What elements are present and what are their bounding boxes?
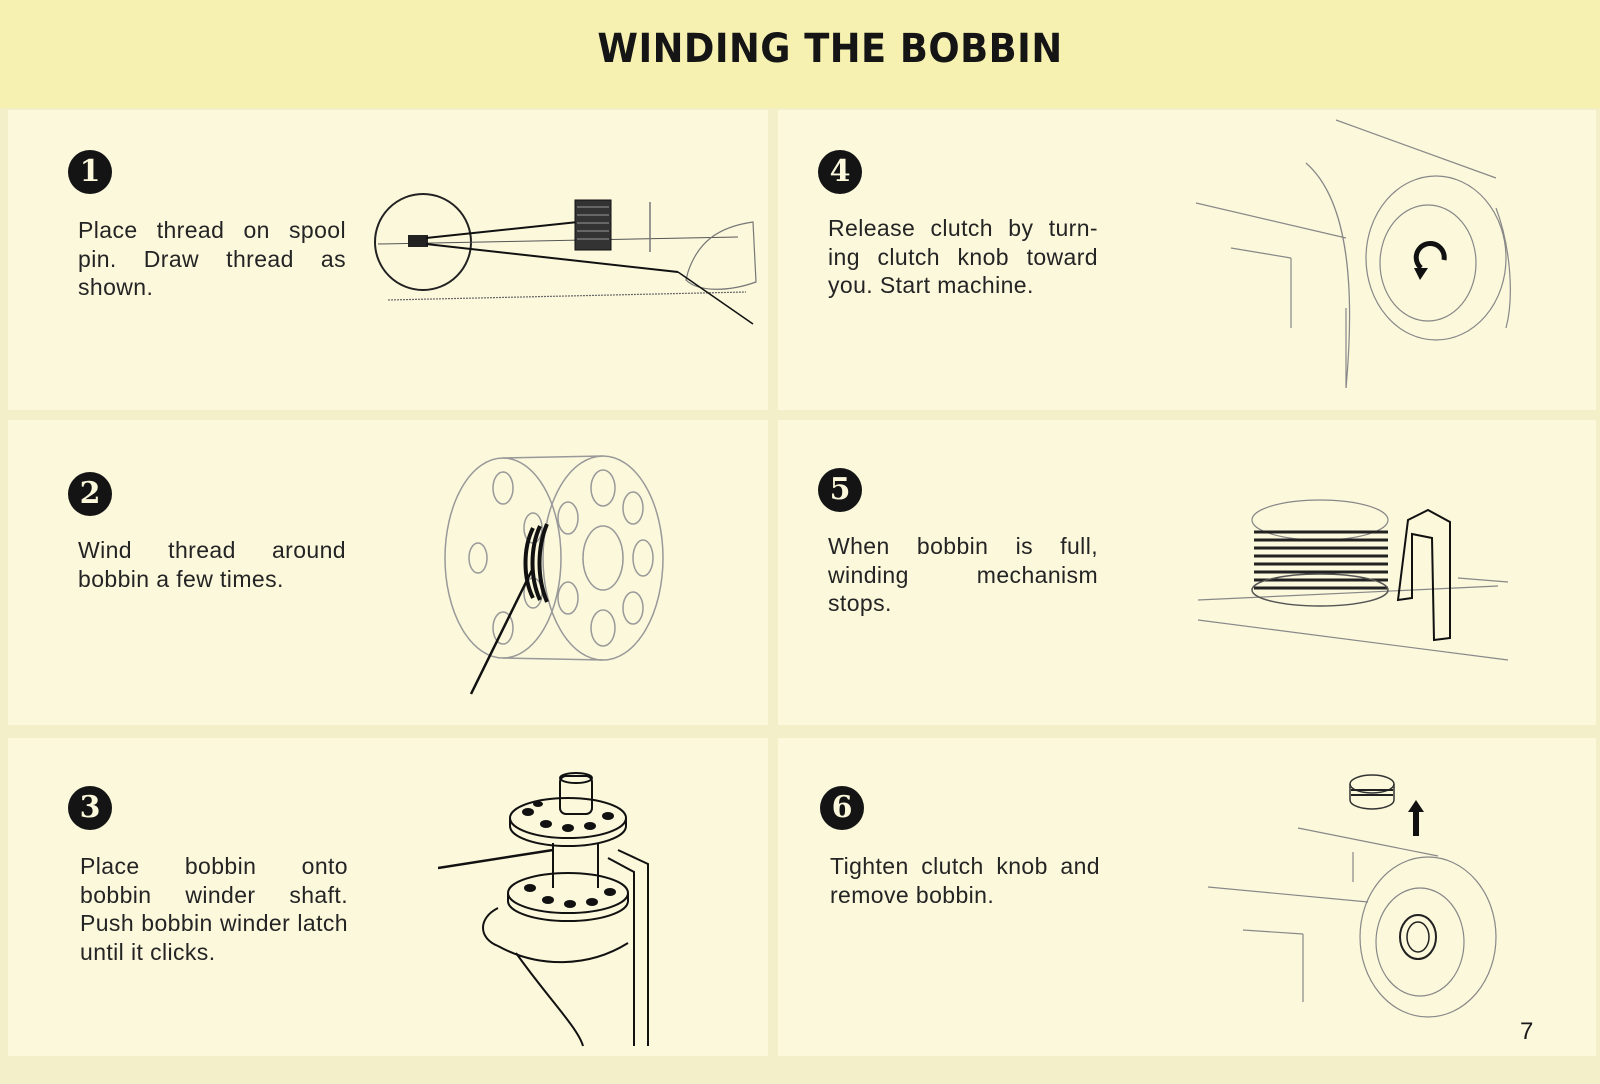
header-band bbox=[0, 0, 1600, 108]
step-text-3: Place bobbin onto bobbin winder shaft. P… bbox=[80, 853, 348, 965]
step-text-5: When bobbin is full, winding mechanism s… bbox=[828, 533, 1098, 616]
step-panel-4: 4 Release clutch by turn-ing clutch knob… bbox=[778, 110, 1596, 410]
step-number-4: 4 bbox=[818, 150, 862, 194]
step-text-4: Release clutch by turn-ing clutch knob t… bbox=[828, 215, 1098, 298]
step-text-6: Tighten clutch knob and remove bobbin. bbox=[830, 853, 1100, 908]
step-text-1: Place thread on spool pin. Draw thread a… bbox=[78, 217, 346, 300]
bobbin-wound-illustration bbox=[444, 455, 664, 695]
step-panel-3: 3 Place bobbin onto bobbin winder shaft.… bbox=[8, 738, 768, 1056]
step-panel-6: 6 Tighten clutch knob and remove bobbin. bbox=[778, 738, 1596, 1056]
clutch-knob-illustration bbox=[1196, 119, 1511, 389]
remove-bobbin-illustration bbox=[1208, 774, 1497, 1018]
page-number: 7 bbox=[1520, 1018, 1534, 1045]
step-panel-1: 1 Place thread on spool pin. Draw thread… bbox=[8, 110, 768, 410]
step-number-6: 6 bbox=[820, 786, 864, 830]
step-number-5: 5 bbox=[818, 468, 862, 512]
step-panel-5: 5 When bobbin is full, winding mechanism… bbox=[778, 420, 1596, 725]
page-title: WINDING THE BOBBIN bbox=[597, 26, 1063, 72]
step-number-1: 1 bbox=[68, 150, 112, 194]
step-panel-2: 2 Wind thread around bobbin a few times. bbox=[8, 420, 768, 725]
step-number-3: 3 bbox=[68, 786, 112, 830]
bobbin-winder-shaft-illustration bbox=[438, 772, 649, 1047]
step-number-2: 2 bbox=[68, 472, 112, 516]
full-bobbin-illustration bbox=[1198, 499, 1509, 661]
spool-thread-illustration bbox=[374, 193, 757, 325]
step-text-2: Wind thread around bobbin a few times. bbox=[78, 537, 346, 592]
